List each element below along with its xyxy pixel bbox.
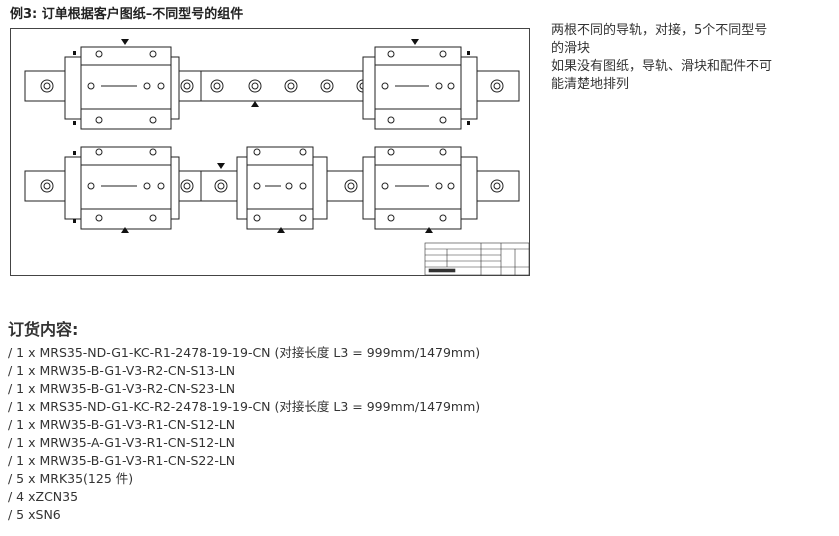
- order-item: / 1 x MRW35-B-G1-V3-R2-CN-S13-LN: [8, 363, 236, 378]
- top-slider-block-1: [64, 46, 180, 130]
- order-list: / 1 x MRS35-ND-G1-KC-R1-2478-19-19-CN (对…: [8, 344, 480, 524]
- order-item: / 5 xSN6: [8, 507, 61, 522]
- description: 两根不同的导轨，对接，5个不同型号 的滑块 如果没有图纸，导轨、滑块和配件不可 …: [551, 22, 821, 94]
- order-item: / 1 x MRW35-B-G1-V3-R2-CN-S23-LN: [8, 381, 236, 396]
- bottom-slider-block-1: [64, 146, 180, 230]
- order-item: / 1 x MRS35-ND-G1-KC-R2-2478-19-19-CN (对…: [8, 399, 481, 414]
- bottom-slider-block-3: [362, 146, 478, 230]
- description-line: 的滑块: [551, 41, 591, 56]
- top-slider-block-2: [362, 46, 478, 130]
- reference-arrows: [73, 39, 470, 233]
- example-title: 例3: 订单根据客户图纸–不同型号的组件: [10, 7, 244, 22]
- drawing-title-block: [424, 242, 529, 275]
- order-item: / 4 xZCN35: [8, 489, 79, 504]
- rail-assembly-drawing: [24, 39, 529, 275]
- order-item: / 1 x MRS35-ND-G1-KC-R1-2478-19-19-CN (对…: [8, 345, 481, 360]
- bottom-slider-block-2: [236, 146, 328, 230]
- technical-drawing: [10, 28, 530, 276]
- order-item: / 1 x MRW35-B-G1-V3-R1-CN-S22-LN: [8, 453, 236, 468]
- order-item: / 1 x MRW35-A-G1-V3-R1-CN-S12-LN: [8, 435, 236, 450]
- order-item: / 1 x MRW35-B-G1-V3-R1-CN-S12-LN: [8, 417, 236, 432]
- order-heading: 订货内容:: [8, 320, 79, 339]
- bottom-rail-holes: [40, 179, 504, 193]
- description-line: 两根不同的导轨，对接，5个不同型号: [551, 23, 768, 38]
- description-line: 能清楚地排列: [551, 77, 630, 92]
- description-line: 如果没有图纸，导轨、滑块和配件不可: [551, 59, 773, 74]
- order-item: / 5 x MRK35(125 件): [8, 471, 134, 486]
